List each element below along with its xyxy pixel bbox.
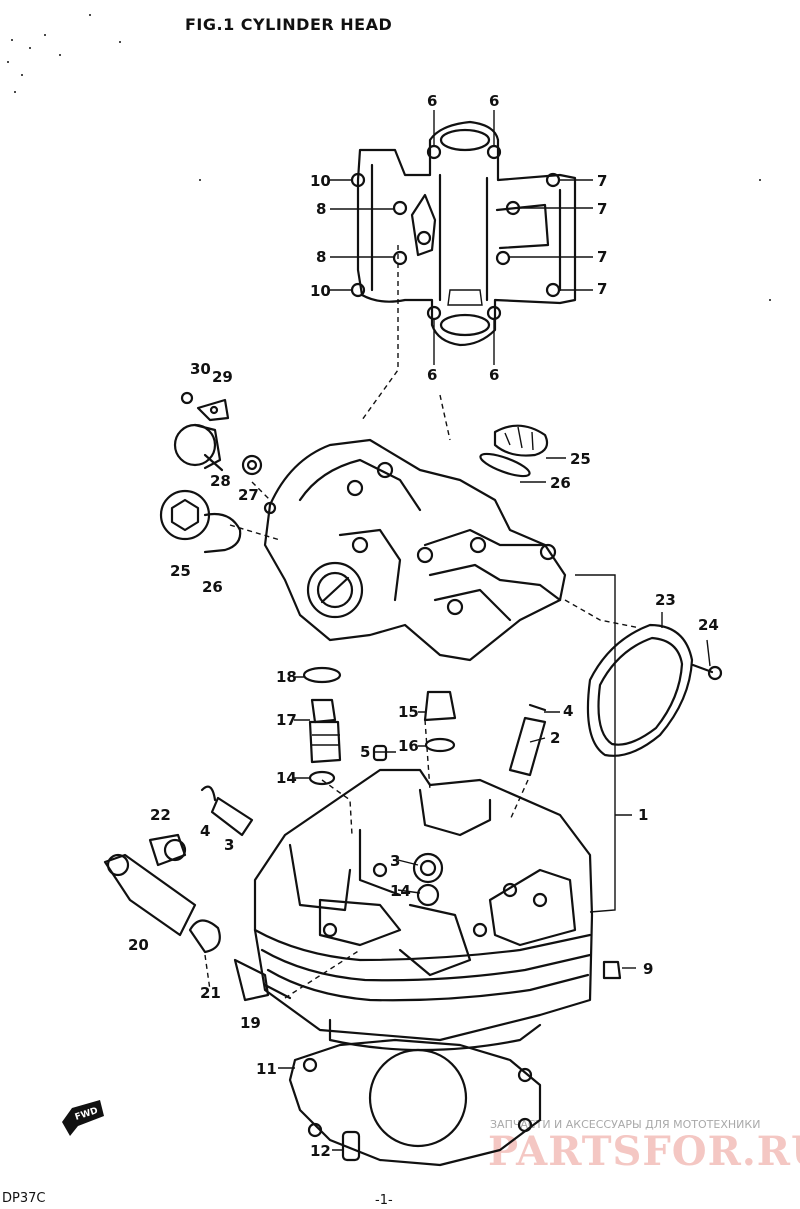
callout-17: 17 bbox=[276, 711, 297, 729]
callout-labels: 6 6 6 6 10 8 8 10 7 7 7 7 30 29 28 27 25… bbox=[128, 92, 719, 1160]
cylinder-head-body bbox=[253, 768, 594, 1052]
callout-12: 12 bbox=[310, 1142, 331, 1160]
front-direction-marker: FWD bbox=[62, 1100, 104, 1136]
callout-3: 3 bbox=[224, 836, 234, 854]
cap-and-ring-right bbox=[479, 424, 549, 478]
callout-8: 8 bbox=[316, 200, 326, 218]
watermark-brand: PARTSFOR.RU bbox=[488, 1128, 800, 1175]
callout-11: 11 bbox=[256, 1060, 277, 1078]
callout-6: 6 bbox=[427, 92, 437, 110]
callout-20: 20 bbox=[128, 936, 149, 954]
callout-6: 6 bbox=[489, 366, 499, 384]
dowel-pin bbox=[341, 1130, 361, 1162]
callout-4: 4 bbox=[200, 822, 210, 840]
watermark-caption: ЗАПЧАСТИ И АКСЕССУАРЫ ДЛЯ МОТОТЕХНИКИ bbox=[490, 1118, 760, 1131]
callout-6: 6 bbox=[489, 92, 499, 110]
callout-25: 25 bbox=[570, 450, 591, 468]
callout-2: 2 bbox=[550, 729, 560, 747]
callout-18: 18 bbox=[276, 668, 297, 686]
callout-7: 7 bbox=[597, 200, 607, 218]
callout-7: 7 bbox=[597, 248, 607, 266]
callout-24: 24 bbox=[698, 616, 719, 634]
callout-19: 19 bbox=[240, 1014, 261, 1032]
callout-21: 21 bbox=[200, 984, 221, 1002]
callout-1: 1 bbox=[638, 806, 648, 824]
callout-3: 3 bbox=[390, 852, 400, 870]
small-parts bbox=[103, 666, 622, 1002]
callout-6: 6 bbox=[427, 366, 437, 384]
callout-29: 29 bbox=[212, 368, 233, 386]
callout-14: 14 bbox=[276, 769, 297, 787]
callout-4: 4 bbox=[563, 702, 573, 720]
callout-10: 10 bbox=[310, 282, 331, 300]
callout-22: 22 bbox=[150, 806, 171, 824]
inspection-cover bbox=[586, 623, 723, 757]
callout-26: 26 bbox=[550, 474, 571, 492]
callout-28: 28 bbox=[210, 472, 231, 490]
callout-7: 7 bbox=[597, 280, 607, 298]
callout-7: 7 bbox=[597, 172, 607, 190]
head-gasket bbox=[288, 1038, 542, 1167]
callout-27: 27 bbox=[238, 486, 259, 504]
page-number: -1- bbox=[375, 1193, 393, 1208]
callout-10: 10 bbox=[310, 172, 331, 190]
callout-5: 5 bbox=[360, 743, 370, 761]
camshaft-housing bbox=[263, 438, 567, 662]
cylinder-head-cover bbox=[350, 120, 577, 347]
callout-26: 26 bbox=[202, 578, 223, 596]
callout-8: 8 bbox=[316, 248, 326, 266]
figure-title: FIG.1 CYLINDER HEAD bbox=[185, 15, 392, 34]
callout-15: 15 bbox=[398, 703, 419, 721]
assembly-bracket bbox=[575, 574, 632, 913]
scan-noise bbox=[7, 14, 771, 301]
callout-30: 30 bbox=[190, 360, 211, 378]
leader-lines bbox=[278, 110, 711, 1151]
assembly-lines bbox=[204, 245, 641, 999]
callout-9: 9 bbox=[643, 960, 653, 978]
callout-23: 23 bbox=[655, 591, 676, 609]
callout-16: 16 bbox=[398, 737, 419, 755]
corner-code: DP37C bbox=[2, 1191, 45, 1206]
cap-and-plug-left bbox=[159, 391, 263, 554]
callout-25: 25 bbox=[170, 562, 191, 580]
callout-14: 14 bbox=[390, 882, 411, 900]
